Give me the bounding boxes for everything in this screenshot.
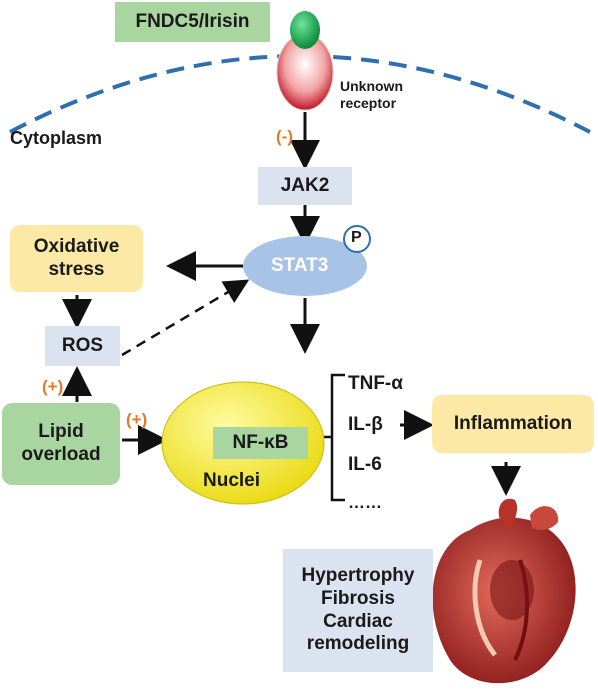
arrow-ros-stat3 xyxy=(121,279,250,357)
ros-label: ROS xyxy=(61,335,104,356)
jak2-box: JAK2 xyxy=(258,167,352,205)
cell-membrane xyxy=(9,54,591,134)
lipid-overload-label: Lipid overload xyxy=(21,421,101,465)
jak2-label: JAK2 xyxy=(280,175,330,196)
inflammation-label: Inflammation xyxy=(453,413,573,434)
lipid-overload-box: Lipid overload xyxy=(2,403,120,485)
irisin-ligand xyxy=(290,11,320,49)
stat3-label: STAT3 xyxy=(271,255,329,276)
oxidative-stress-box: Oxidative stress xyxy=(10,225,143,292)
activation-sign-ros: (+) xyxy=(42,377,64,396)
activation-sign-nfkb: (+) xyxy=(126,410,148,429)
inflammation-box: Inflammation xyxy=(432,395,594,453)
cytokine-tnf: TNF-α xyxy=(348,373,403,394)
outcomes-box: Hypertrophy Fibrosis Cardiac remodeling xyxy=(283,549,433,672)
cytokine-il-beta: IL-β xyxy=(348,414,383,435)
phospho-circle xyxy=(343,225,371,253)
ros-box: ROS xyxy=(45,326,120,366)
receptor-label: Unknown receptor xyxy=(340,78,403,111)
irisin-label-box: FNDC5/Irisin xyxy=(115,2,270,42)
heart-illustration xyxy=(432,498,576,684)
nuclei-label: Nuclei xyxy=(203,470,261,491)
outcomes-label: Hypertrophy Fibrosis Cardiac remodeling xyxy=(301,564,415,655)
inhibition-sign: (-) xyxy=(276,127,293,146)
phospho-label: P xyxy=(351,229,362,246)
cytokine-more: …… xyxy=(348,493,382,512)
cytoplasm-label: Cytoplasm xyxy=(10,128,103,148)
cytokine-il6: IL-6 xyxy=(348,454,382,475)
nfkb-label: NF-κB xyxy=(232,432,289,453)
stat3-ellipse xyxy=(243,236,367,296)
oxidative-stress-label: Oxidative stress xyxy=(33,235,120,280)
nfkb-box: NF-κB xyxy=(213,427,308,459)
irisin-label: FNDC5/Irisin xyxy=(135,11,250,32)
